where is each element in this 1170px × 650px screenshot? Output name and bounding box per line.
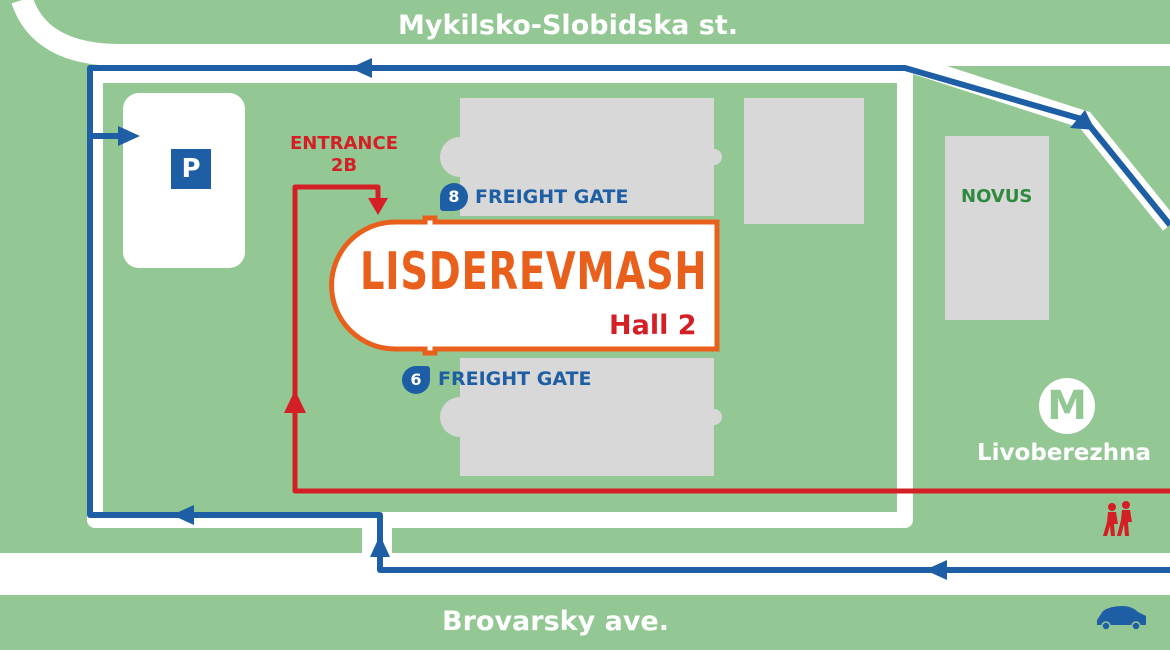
- route-arrow-icon: [1070, 110, 1095, 130]
- top-road: [11, 0, 1170, 66]
- bottom-street-label: Brovarsky ave.: [442, 606, 669, 637]
- novus-building: [945, 136, 1049, 320]
- gate-6-badge: 6: [402, 366, 430, 394]
- gate-8-label: FREIGHT GATE: [475, 186, 629, 208]
- building-north: [440, 98, 722, 216]
- entrance-title: ENTRANCE: [290, 133, 398, 154]
- venue-enclosure-road: [87, 67, 913, 528]
- metro-icon: M: [1039, 378, 1095, 434]
- route-arrow-icon: [284, 390, 306, 413]
- hall-label: Hall 2: [609, 310, 697, 341]
- entrance-label: ENTRANCE 2B: [288, 133, 400, 177]
- pedestrians-icon: [1103, 501, 1132, 536]
- hall-2-building: [329, 215, 720, 356]
- entrance-number: 2B: [330, 155, 358, 176]
- novus-label: NOVUS: [961, 186, 1033, 207]
- gate-6-label: FREIGHT GATE: [438, 368, 592, 390]
- top-street-label: Mykilsko-Slobidska st.: [398, 10, 739, 41]
- car-route: [87, 65, 1170, 573]
- route-arrow-icon: [370, 535, 390, 557]
- car-icon: [1097, 606, 1146, 631]
- building-south: [440, 358, 722, 476]
- walk-route: [292, 184, 1170, 494]
- route-arrow-icon: [368, 198, 388, 215]
- route-arrow-icon: [118, 126, 140, 146]
- route-arrow-icon: [350, 58, 372, 78]
- venue-logo: LISDEREVMASH: [360, 242, 708, 302]
- parking-icon: P: [171, 149, 211, 189]
- building-small: [744, 98, 864, 224]
- route-arrow-icon: [925, 560, 947, 580]
- route-arrow-icon: [172, 505, 194, 525]
- gate-8-badge: 8: [440, 183, 468, 211]
- metro-station-label: Livoberezhna: [977, 440, 1151, 466]
- bottom-road: [0, 553, 1170, 595]
